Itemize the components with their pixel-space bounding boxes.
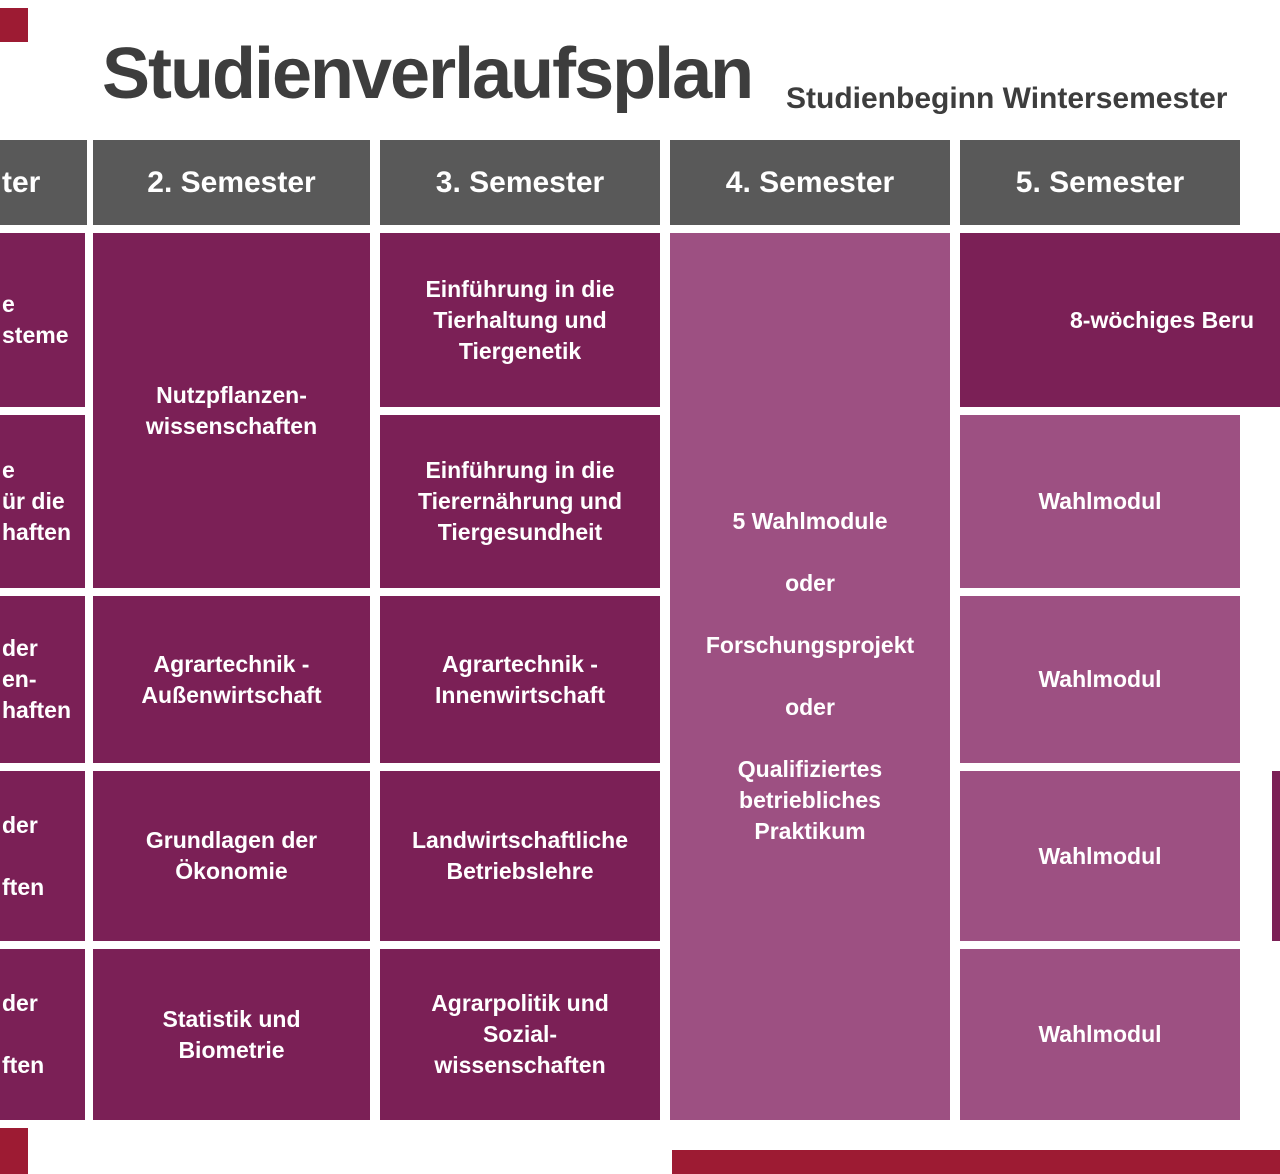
header-semester-3: 3. Semester [380, 140, 660, 225]
module-wahlmodul-1: Wahlmodul [960, 415, 1240, 588]
module-berufspraktikum-partial: 8-wöchiges Beru [960, 233, 1280, 407]
module-statistik-und-biometrie: Statistik und Biometrie [93, 949, 370, 1120]
module-sem1-row1-partial: e steme [0, 233, 85, 407]
module-grundlagen-der-oekonomie: Grundlagen der Ökonomie [93, 771, 370, 941]
module-agrartechnik-innenwirtschaft: Agrartechnik - Innenwirtschaft [380, 596, 660, 763]
module-agrartechnik-aussenwirtschaft: Agrartechnik - Außenwirtschaft [93, 596, 370, 763]
page-subtitle: Studienbeginn Wintersemester [786, 82, 1228, 115]
module-agrarpolitik-sozialwissenschaften: Agrarpolitik und Sozial- wissenschaften [380, 949, 660, 1120]
module-wahlmodule-forschungsprojekt-praktikum: 5 Wahlmodule oder Forschungsprojekt oder… [670, 233, 950, 1120]
module-tierernaehrung-tiergesundheit: Einführung in die Tierernährung und Tier… [380, 415, 660, 588]
top-left-accent-bar [0, 8, 28, 42]
module-sem1-row5-partial: der ften [0, 949, 85, 1120]
header-semester-4: 4. Semester [670, 140, 950, 225]
module-nutzpflanzenwissenschaften: Nutzpflanzen- wissenschaften [93, 233, 370, 588]
module-sem1-row4-partial: der ften [0, 771, 85, 941]
header-semester-5: 5. Semester [960, 140, 1240, 225]
page-title: Studienverlaufsplan [102, 34, 754, 114]
module-sem1-row3-partial: der en- haften [0, 596, 85, 763]
bottom-left-accent-bar [0, 1128, 28, 1174]
module-tierhaltung-tiergenetik: Einführung in die Tierhaltung und Tierge… [380, 233, 660, 407]
module-sem1-row2-partial: e ür die haften [0, 415, 85, 588]
header-semester-1-partial: ter [0, 140, 87, 225]
module-wahlmodul-3: Wahlmodul [960, 771, 1240, 941]
bottom-accent-bar [672, 1150, 1280, 1174]
module-wahlmodul-2: Wahlmodul [960, 596, 1240, 763]
module-sem6-partial-sliver [1272, 771, 1280, 941]
module-landwirtschaftliche-betriebslehre: Landwirtschaftliche Betriebslehre [380, 771, 660, 941]
module-wahlmodul-4: Wahlmodul [960, 949, 1240, 1120]
header-semester-2: 2. Semester [93, 140, 370, 225]
